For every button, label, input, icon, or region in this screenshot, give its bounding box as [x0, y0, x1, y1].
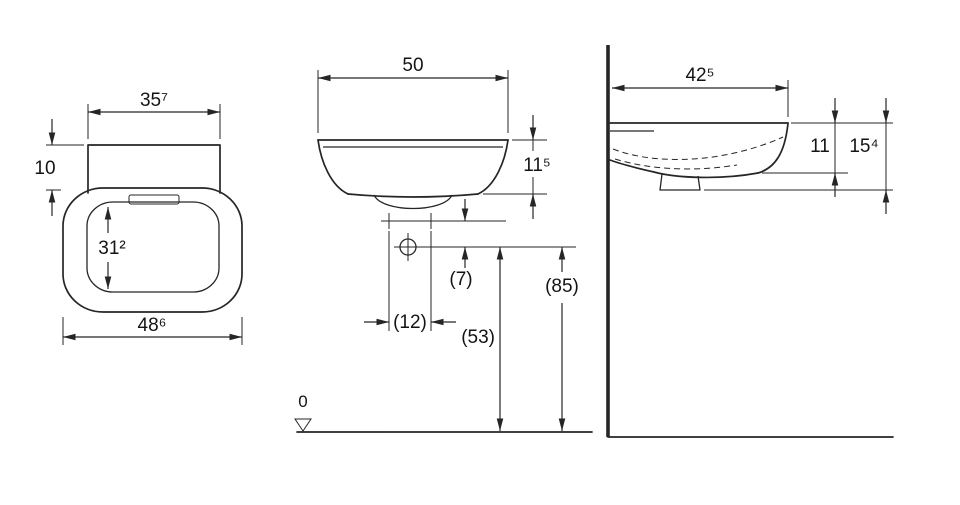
dim-drain-height-label: (53): [461, 327, 495, 348]
dim-bowl-depth: 11: [810, 98, 839, 197]
basin-right-edge: [477, 139, 509, 195]
dim-inner-width-label: 35⁷: [140, 90, 168, 111]
dim-bowl-length: 31²: [98, 207, 126, 289]
dim-tap-drop-label: (7): [449, 269, 472, 290]
side-bottom-edge: [609, 159, 759, 179]
dim-rim-height: (85): [545, 247, 579, 431]
overflow-slot: [128, 194, 180, 205]
dim-rim-offset: 10: [34, 119, 84, 216]
basin-inner-bowl: [86, 201, 220, 293]
dim-tap-spacing: (12): [364, 231, 456, 333]
dim-outer-width: 48⁶: [62, 315, 243, 345]
dim-depth: 42⁵: [612, 65, 789, 117]
basin-back-ledge: [87, 144, 221, 194]
dim-width-label: 50: [402, 55, 423, 76]
side-view: 42⁵ 11 15⁴: [606, 45, 894, 438]
dim-bowl-length-label: 31²: [98, 238, 125, 259]
front-view: 50 11⁵ (7) (: [294, 55, 593, 433]
datum-level: 0: [294, 392, 593, 433]
dim-total-depth: 15⁴: [849, 98, 890, 214]
dim-rim-offset-label: 10: [34, 158, 55, 179]
dim-tap-spacing-label: (12): [393, 312, 427, 333]
dim-inner-width: 35⁷: [87, 90, 221, 139]
dim-drain-height: (53): [461, 247, 504, 431]
dim-bowl-depth-label: 11: [810, 136, 830, 157]
dim-depth-label: 42⁵: [685, 65, 714, 86]
basin-left-edge: [317, 139, 349, 195]
dim-basin-height-label: 11⁵: [523, 155, 551, 176]
basin-outer-outline: [62, 187, 243, 313]
tap-hole-marks: [381, 213, 576, 261]
side-front-edge: [757, 122, 789, 174]
drain-bulge: [373, 194, 453, 210]
dim-width: 50: [317, 55, 509, 133]
dim-tap-drop: (7): [449, 199, 473, 290]
hidden-bowl-line-1: [612, 136, 784, 160]
drain-trap-outline: [659, 173, 701, 191]
datum-triangle-icon: [294, 418, 312, 432]
dim-total-depth-label: 15⁴: [849, 136, 878, 157]
dim-rim-height-label: (85): [545, 276, 579, 297]
dim-basin-height: 11⁵: [483, 115, 551, 219]
hidden-bowl-line-2: [614, 158, 738, 170]
basin-bottom-edge: [347, 193, 479, 198]
datum-label: 0: [298, 392, 307, 411]
dim-outer-width-label: 48⁶: [138, 315, 167, 336]
top-view: 35⁷ 10 31² 48⁶: [34, 90, 243, 345]
